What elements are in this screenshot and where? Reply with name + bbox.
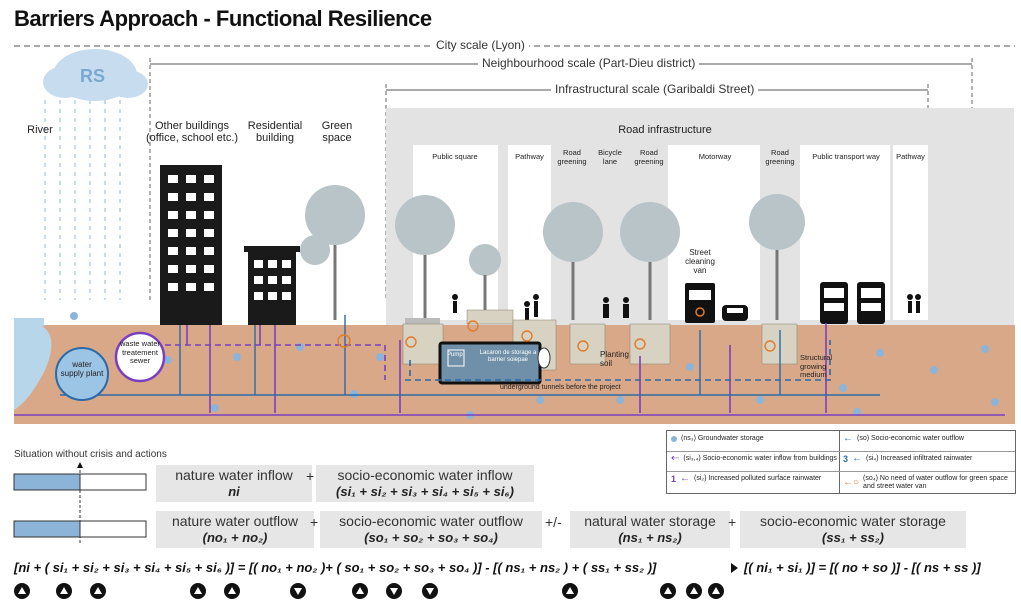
dot-icon	[671, 436, 677, 442]
city-scale-label: City scale (Lyon)	[432, 38, 529, 52]
arrow-up-icon	[562, 583, 578, 599]
motorway-label: Motorway	[698, 152, 732, 161]
rs-label: RS	[80, 66, 106, 86]
road-greening-label-2: Road greening	[634, 148, 664, 166]
legend-inflow-buildings: ⇠ (si₃,₄) Socio-economic water inflow fr…	[671, 453, 837, 464]
public-square-label: Public square	[432, 152, 478, 161]
street-cleaning-van-icon	[685, 283, 715, 323]
plus-sign: +	[306, 468, 315, 484]
arrow-down-icon	[422, 583, 438, 599]
legend-infiltrated: 3 ← (si₄) Increased infiltrated rainwate…	[843, 453, 973, 464]
situation-label: Situation without crisis and actions	[14, 449, 167, 460]
pathway-label-1: Pathway	[515, 152, 544, 161]
socio-inflow-box: socio-economic water inflow (si₁ + si₂ +…	[316, 465, 534, 502]
car-icon	[722, 305, 748, 321]
water-supply-label: water supply plant	[60, 360, 104, 378]
plus-sign: +	[728, 514, 737, 530]
arrow-up-icon	[190, 583, 206, 599]
bus-icon	[820, 282, 885, 324]
green-space-label: Green space	[321, 120, 353, 144]
natural-storage-box: natural water storage (ns₁ + ns₂)	[570, 511, 730, 548]
arrow-left-icon: ←	[843, 433, 853, 444]
pathway-label-2: Pathway	[896, 152, 925, 161]
legend-socio-outflow: ← (so) Socio-economic water outflow	[843, 433, 964, 444]
cloud-icon	[43, 49, 148, 101]
plusminus-sign: +/-	[545, 514, 562, 530]
orange-circle-icon: ←○	[843, 477, 860, 488]
page-title: Barriers Approach - Functional Resilienc…	[14, 6, 432, 31]
plus-sign: +	[310, 514, 319, 530]
socio-outflow-box: socio-economic water outflow (so₁ + so₂ …	[320, 511, 542, 548]
arrow-up-icon	[14, 583, 30, 599]
formula-right: [( ni₁ + si₁ )] = [( no + so )] - [( ns …	[744, 560, 981, 575]
socio-storage-box: socio-economic water storage (ss₁ + ss₂)	[740, 511, 966, 548]
arrow-down-icon	[386, 583, 402, 599]
nature-outflow-box: nature water outflow (no₁ + no₂)	[156, 511, 314, 548]
legend-polluted: 1 ← (si₂) Increased polluted surface rai…	[671, 473, 822, 484]
storage-tank-label: Lacaron de storage a barrier soiepae	[479, 350, 537, 363]
dashed-arrow-icon: ⇠	[671, 453, 680, 464]
office-building-icon	[160, 165, 222, 325]
residential-label: Residential building	[247, 120, 303, 144]
neighbourhood-scale-label: Neighbourhood scale (Part-Dieu district)	[478, 56, 700, 70]
legend: (ns₃) Groundwater storage ← (so) Socio-e…	[666, 430, 1016, 494]
legend-no-outflow: ←○ (so₄) No need of water outflow for gr…	[843, 475, 1008, 490]
planting-soil-label: Planting soil	[600, 350, 629, 368]
arrow-left-icon: ←	[852, 453, 863, 464]
bicycle-lane-label: Bicycle lane	[598, 148, 622, 166]
arrow-up-icon	[660, 583, 676, 599]
other-buildings-label: Other buildings (office, school etc.)	[145, 120, 239, 144]
arrow-up-icon	[90, 583, 106, 599]
formula-left: [ni + ( si₁ + si₂ + si₃ + si₄ + si₅ + si…	[14, 560, 657, 575]
pump-label: Pump	[447, 352, 463, 358]
legend-groundwater: (ns₃) Groundwater storage	[671, 435, 841, 443]
public-transport-label: Public transport way	[812, 152, 880, 161]
infrastructural-scale-label: Infrastructural scale (Garibaldi Street)	[551, 82, 759, 96]
road-infrastructure-label: Road infrastructure	[618, 124, 712, 136]
people-icon	[452, 294, 921, 320]
arrow-up-icon	[686, 583, 702, 599]
arrow-up-icon	[56, 583, 72, 599]
nature-inflow-box: nature water inflow ni	[156, 465, 312, 502]
wastewater-sewer-icon	[114, 331, 166, 383]
river-label: River	[27, 124, 53, 136]
residential-building-icon	[244, 246, 300, 325]
arrow-up-icon	[224, 583, 240, 599]
tunnels-label: underground tunnels before the project	[500, 384, 621, 391]
arrow-up-icon	[708, 583, 724, 599]
water-supply-plant-icon	[55, 347, 109, 401]
street-cleaning-label: Street cleaning van	[685, 248, 715, 275]
arrow-down-icon	[290, 583, 306, 599]
road-greening-label-1: Road greening	[557, 148, 587, 166]
arrow-up-icon	[352, 583, 368, 599]
structural-medium-label: Structural growing medium	[800, 353, 833, 379]
road-greening-label-3: Road greening	[765, 148, 795, 166]
arrow-left-icon: ←	[680, 473, 691, 484]
wastewater-label: waste water treatement sewer	[119, 339, 161, 365]
